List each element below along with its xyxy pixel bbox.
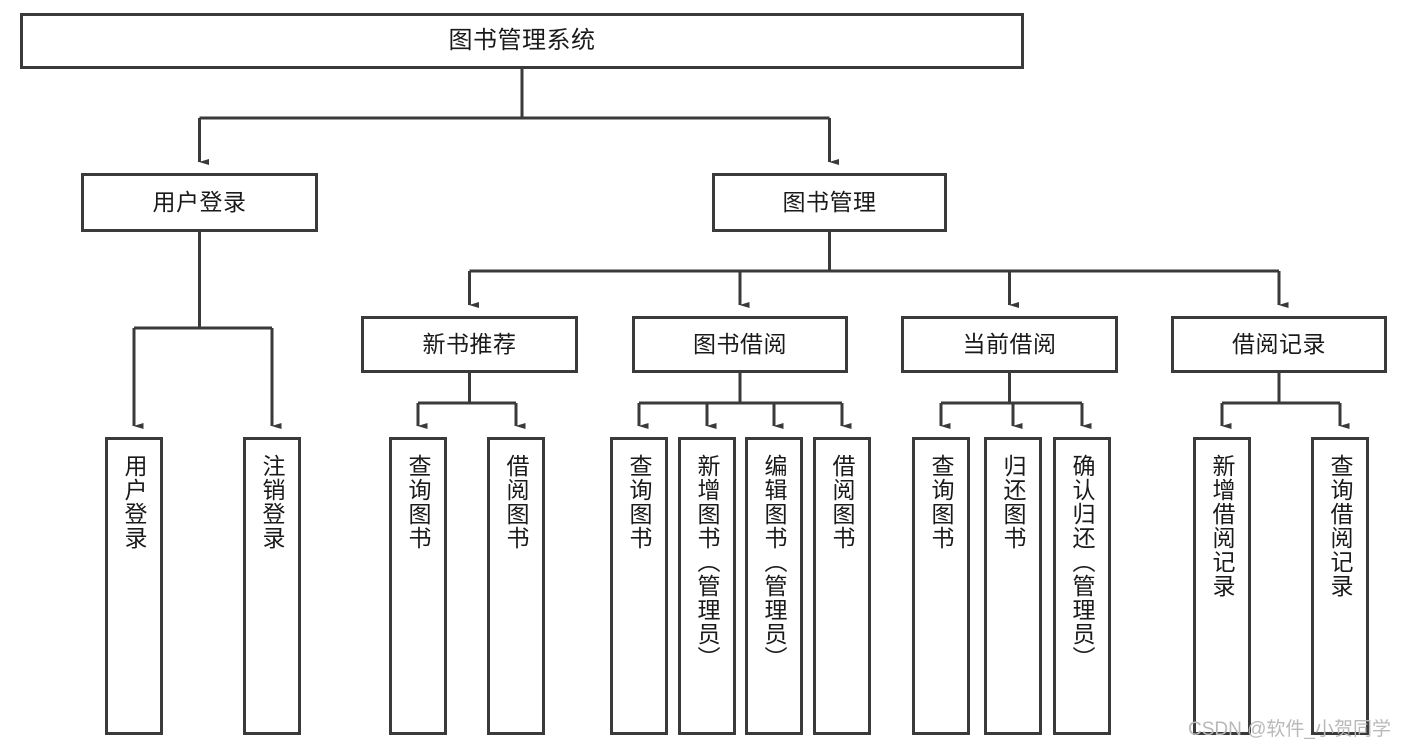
node-label: 借阅记录 bbox=[1232, 331, 1326, 358]
node-label: 借阅图书 bbox=[829, 454, 856, 550]
node-label: 图书管理 bbox=[782, 189, 877, 216]
node-label: 查询图书 bbox=[928, 454, 955, 550]
leaf-record-add-borrow-record[interactable]: 新增借阅记录 bbox=[1193, 437, 1251, 735]
leaf-borrow-query-books[interactable]: 查询图书 bbox=[610, 437, 668, 735]
node-label: 新增借阅记录 bbox=[1209, 454, 1236, 598]
leaf-user-login[interactable]: 用户登录 bbox=[105, 437, 163, 735]
node-label: 查询图书 bbox=[626, 454, 653, 550]
node-label: 注销登录 bbox=[259, 454, 286, 550]
node-current-borrowing[interactable]: 当前借阅 bbox=[901, 316, 1118, 373]
node-label: 编辑图书（管理员） bbox=[761, 454, 788, 670]
watermark-text: CSDN @软件_小贺同学 bbox=[1188, 719, 1391, 740]
leaf-borrow-edit-book-admin[interactable]: 编辑图书（管理员） bbox=[745, 437, 803, 735]
node-label: 查询图书 bbox=[405, 454, 432, 550]
node-user-login[interactable]: 用户登录 bbox=[81, 173, 318, 232]
node-label: 确认归还（管理员） bbox=[1069, 454, 1096, 670]
node-label: 借阅图书 bbox=[503, 454, 530, 550]
node-book-management[interactable]: 图书管理 bbox=[712, 173, 947, 232]
node-label: 查询借阅记录 bbox=[1327, 454, 1354, 598]
node-label: 当前借阅 bbox=[962, 331, 1057, 358]
node-label: 新增图书（管理员） bbox=[694, 454, 721, 670]
node-label: 用户登录 bbox=[121, 454, 148, 550]
node-new-book-recommendation[interactable]: 新书推荐 bbox=[361, 316, 578, 373]
leaf-current-confirm-return-admin[interactable]: 确认归还（管理员） bbox=[1053, 437, 1111, 735]
node-root-book-management-system[interactable]: 图书管理系统 bbox=[20, 13, 1024, 69]
leaf-current-return-books[interactable]: 归还图书 bbox=[984, 437, 1042, 735]
node-book-borrowing[interactable]: 图书借阅 bbox=[632, 316, 848, 373]
leaf-borrow-add-book-admin[interactable]: 新增图书（管理员） bbox=[678, 437, 736, 735]
node-borrow-records[interactable]: 借阅记录 bbox=[1171, 316, 1387, 373]
leaf-recommend-query-books[interactable]: 查询图书 bbox=[389, 437, 447, 735]
leaf-logout[interactable]: 注销登录 bbox=[243, 437, 301, 735]
node-label: 新书推荐 bbox=[422, 331, 517, 358]
node-label: 图书管理系统 bbox=[448, 27, 596, 55]
leaf-current-query-books[interactable]: 查询图书 bbox=[912, 437, 970, 735]
node-label: 用户登录 bbox=[152, 189, 247, 216]
node-label: 归还图书 bbox=[1000, 454, 1027, 550]
node-label: 图书借阅 bbox=[693, 331, 787, 358]
leaf-recommend-borrow-books[interactable]: 借阅图书 bbox=[487, 437, 545, 735]
leaf-record-query-borrow-record[interactable]: 查询借阅记录 bbox=[1311, 437, 1369, 735]
leaf-borrow-borrow-books[interactable]: 借阅图书 bbox=[813, 437, 871, 735]
